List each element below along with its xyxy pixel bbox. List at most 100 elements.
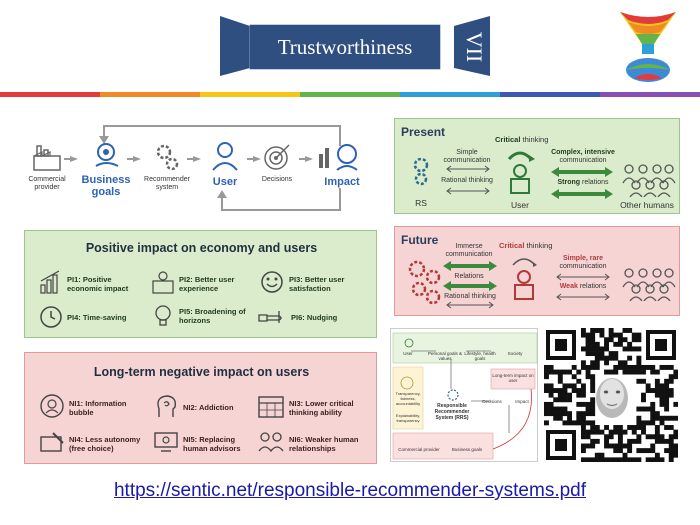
present-rational: Rational thinking — [441, 177, 493, 184]
lightbulb-icon — [155, 305, 171, 326]
rainbow-segment — [500, 92, 600, 97]
flow-node-provider: Commercial provider — [28, 176, 66, 191]
future-humans-icon — [622, 268, 676, 301]
future-rational-arrow — [446, 301, 494, 309]
rrs-longterm: Long-term impact on user — [492, 373, 534, 383]
present-simple-comm: Simple communication — [443, 149, 491, 164]
funnel-logo-icon — [620, 12, 676, 82]
clock-icon — [40, 306, 62, 328]
immerse-arrow — [443, 261, 497, 271]
rainbow-divider — [0, 92, 700, 97]
robot-face-icon — [596, 378, 628, 418]
flow-node-goals: Business goals — [81, 174, 131, 198]
present-title: Present — [401, 125, 446, 139]
weak-relations-arrow — [556, 293, 610, 301]
simple-rare-arrow — [556, 273, 610, 281]
present-user-icon — [507, 151, 535, 194]
rainbow-segment — [400, 92, 500, 97]
complex-comm-arrow — [551, 167, 613, 177]
ni6-label: NI6: Weaker human relationships — [289, 435, 359, 453]
future-title: Future — [401, 233, 439, 247]
rainbow-segment — [0, 92, 100, 97]
growth-chart-icon — [40, 270, 60, 294]
rrs-transparency: Transparency, fairness, accountability — [395, 391, 421, 406]
rrs-decisions: Decisions — [482, 399, 502, 404]
rainbow-segment — [600, 92, 700, 97]
ni1-label: NI1: Information bubble — [69, 399, 127, 417]
rrs-explainability: Explainability, transparency — [395, 413, 421, 423]
other-humans-icon — [622, 164, 676, 197]
positive-impact-panel: Positive impact on economy and users PI1… — [24, 230, 377, 338]
future-rational: Rational thinking — [444, 293, 496, 300]
pi6-label: PI6: Nudging — [291, 313, 338, 322]
future-relations: Relations — [454, 273, 484, 280]
rrs-society: Society — [507, 351, 523, 356]
qr-code-icon — [544, 328, 678, 462]
present-panel: Present RS Simple communication Rational… — [394, 118, 680, 214]
rrs-center: Responsible Recommender System (RRS) — [434, 403, 470, 421]
bubble-icon — [40, 394, 64, 418]
rational-arrow — [446, 187, 490, 195]
addiction-head-icon — [157, 395, 177, 417]
pi3-label: PI3: Better user satisfaction — [289, 275, 345, 293]
ni5-label: NI5: Replacing human advisors — [183, 435, 241, 453]
goals-icon — [95, 143, 119, 167]
section-numeral: VII — [462, 31, 487, 63]
relationships-icon — [258, 432, 284, 453]
relations-arrow — [443, 281, 497, 291]
factory-icon — [33, 145, 61, 171]
pi2-label: PI2: Better user experience — [179, 275, 235, 293]
calendar-icon — [258, 396, 284, 418]
present-user: User — [511, 200, 529, 210]
present-critical: Critical thinking — [495, 135, 549, 144]
future-immerse: Immerse communication — [445, 243, 493, 258]
flow-node-recsys: Recommender system — [144, 176, 190, 191]
present-others: Other humans — [620, 200, 674, 210]
pi5-label: PI5: Broadening of horizons — [179, 307, 246, 325]
rainbow-segment — [200, 92, 300, 97]
flow-diagram: Commercial provider Business goals Recom… — [22, 118, 377, 218]
present-strong: Strong relations — [557, 179, 609, 186]
pi4-label: PI4: Time-saving — [67, 313, 127, 322]
autonomy-icon — [40, 432, 64, 452]
present-rs: RS — [415, 198, 427, 208]
flow-node-decisions: Decisions — [261, 176, 293, 183]
flow-node-user: User — [212, 176, 238, 188]
rrs-business: Business goals — [451, 447, 483, 452]
ni2-label: NI2: Addiction — [183, 403, 234, 412]
future-critical: Critical thinking — [499, 241, 553, 250]
rainbow-segment — [300, 92, 400, 97]
ni4-label: NI4: Less autonomy (free choice) — [69, 435, 141, 453]
pi1-label: PI1: Positive economic impact — [67, 275, 129, 293]
nudge-hand-icon — [258, 311, 282, 323]
banner-shape — [220, 16, 490, 76]
future-panel: Future Immerse communication Relations R… — [394, 226, 680, 316]
rainbow-segment — [100, 92, 200, 97]
impact-icon — [319, 144, 358, 171]
paper-link[interactable]: https://sentic.net/responsible-recommend… — [113, 480, 587, 501]
rrs-lifestyle: Lifestyle, health goals — [464, 351, 496, 361]
flow-node-impact: Impact — [324, 176, 360, 188]
title-banner: Trustworthiness VII — [220, 14, 490, 78]
user-experience-icon — [152, 271, 174, 294]
positive-title: Positive impact on economy and users — [85, 241, 318, 255]
smiley-icon — [261, 271, 283, 293]
rrs-impact: Impact — [515, 399, 529, 404]
strong-relations-arrow — [551, 189, 613, 199]
advisor-icon — [154, 432, 178, 452]
page-title: Trustworthiness — [250, 25, 440, 69]
simple-comm-arrow — [446, 165, 490, 173]
rrs-user: User — [403, 351, 413, 356]
rs-gears-icon — [413, 157, 429, 186]
negative-title: Long-term negative impact on users — [93, 365, 310, 379]
rrs-personal: Personal goals & values — [427, 351, 463, 361]
rrs-diagram: User Personal goals & values Lifestyle, … — [390, 328, 538, 462]
future-gears-icon — [408, 260, 441, 305]
negative-impact-panel: Long-term negative impact on users NI1: … — [24, 352, 377, 464]
user-icon — [212, 142, 238, 171]
future-user-icon — [512, 258, 537, 300]
ni3-label: NI3: Lower critical thinking ability — [289, 399, 354, 417]
target-icon — [264, 144, 290, 170]
rrs-provider: Commercial provider — [398, 447, 440, 452]
